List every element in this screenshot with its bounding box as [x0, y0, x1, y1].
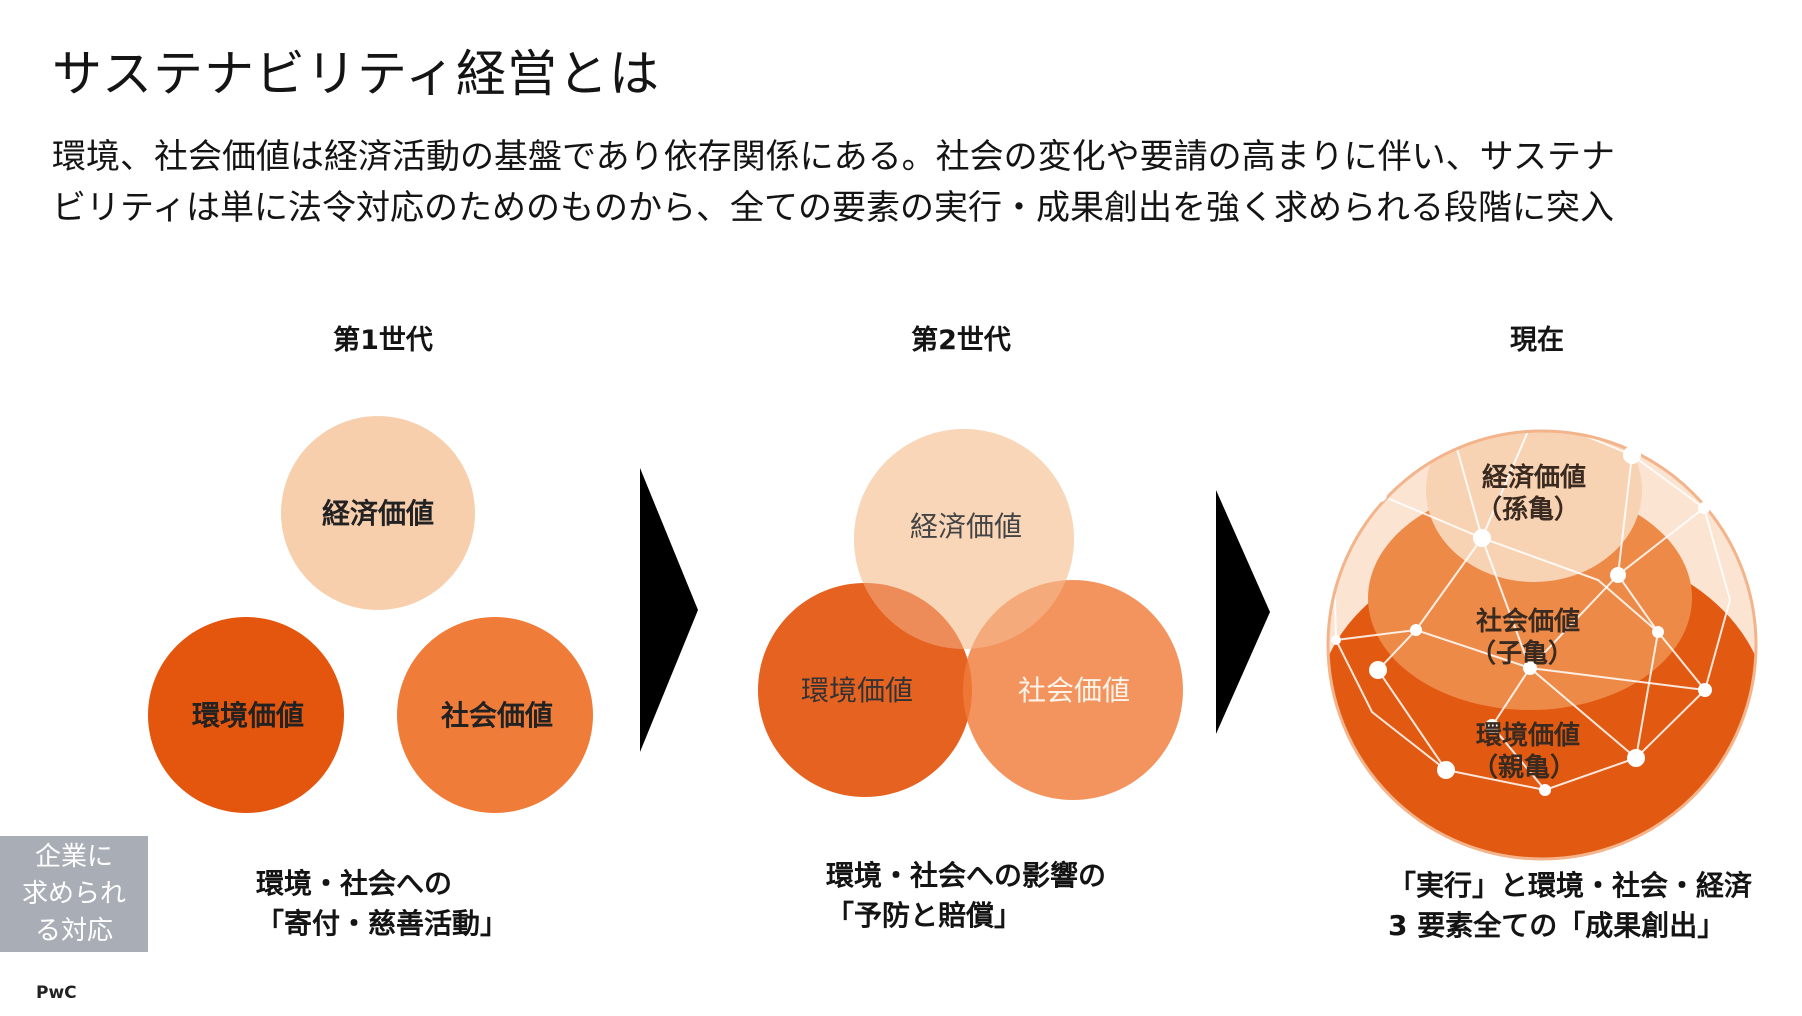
- environment-value-circle: [148, 617, 344, 813]
- generation-2-diagram: 経済価値 環境価値 社会価値: [758, 429, 1183, 800]
- caption-line: 環境・社会への: [256, 867, 453, 900]
- environment-value-label: 環境価値: [192, 699, 304, 732]
- caption-line: 「実行」と環境・社会・経済: [1388, 869, 1753, 902]
- economic-value-label: 経済価値: [322, 497, 434, 530]
- social-value-circle: [397, 617, 593, 813]
- generation-2-caption: 環境・社会への影響の 「予防と賠償」: [826, 856, 1106, 936]
- arrow-right-icon: [1216, 490, 1270, 734]
- generation-1-diagram: 経済価値 環境価値 社会価値: [148, 416, 593, 813]
- footer-logo: PwC: [36, 983, 77, 1003]
- lead-line-2: ビリティは単に法令対応のためのものから、全ての要素の実行・成果創出を強く求められ…: [52, 188, 1614, 228]
- environment-layer-sub: （親亀）: [1472, 752, 1576, 783]
- social-value-circle: [963, 580, 1183, 800]
- generation-1-caption: 環境・社会への 「寄付・慈善活動」: [256, 864, 508, 944]
- current-diagram: 経済価値 （孫亀） 社会価値 （子亀） 環境価値 （親亀）: [1326, 409, 1758, 861]
- economic-layer-sub: （孫亀）: [1476, 494, 1580, 525]
- arrow-right-icon: [640, 468, 698, 752]
- caption-line: 環境・社会への影響の: [826, 859, 1107, 892]
- current-caption: 「実行」と環境・社会・経済 3 要素全ての「成果創出」: [1388, 866, 1752, 946]
- current-heading: 現在: [1510, 325, 1564, 356]
- environment-layer-label: 環境価値: [1476, 720, 1580, 751]
- caption-line: 「寄付・慈善活動」: [256, 907, 509, 940]
- side-tag: 企業に 求められ る対応: [0, 836, 148, 952]
- generation-1-heading: 第1世代: [333, 325, 433, 356]
- lead-line-1: 環境、社会価値は経済活動の基盤であり依存関係にある。社会の変化や要請の高まりに伴…: [52, 137, 1615, 177]
- page-title: サステナビリティ経営とは: [52, 45, 660, 103]
- lead-paragraph: 環境、社会価値は経済活動の基盤であり依存関係にある。社会の変化や要請の高まりに伴…: [52, 132, 1772, 234]
- economic-value-circle: [281, 416, 475, 610]
- environment-value-circle: [758, 583, 972, 797]
- social-value-label: 社会価値: [441, 699, 553, 732]
- side-tag-line: る対応: [34, 915, 113, 946]
- generation-2-heading: 第2世代: [911, 325, 1011, 356]
- social-layer-label: 社会価値: [1476, 606, 1580, 637]
- social-layer-sub: （子亀）: [1470, 638, 1574, 669]
- environment-value-label: 環境価値: [801, 674, 913, 707]
- caption-line: 3 要素全ての「成果創出」: [1388, 909, 1726, 942]
- economic-layer-label: 経済価値: [1482, 462, 1586, 493]
- social-value-label: 社会価値: [1018, 674, 1130, 707]
- caption-line: 「予防と賠償」: [826, 899, 1023, 932]
- side-tag-line: 求められ: [21, 878, 126, 909]
- economic-value-label: 経済価値: [910, 510, 1022, 543]
- side-tag-line: 企業に: [34, 841, 113, 872]
